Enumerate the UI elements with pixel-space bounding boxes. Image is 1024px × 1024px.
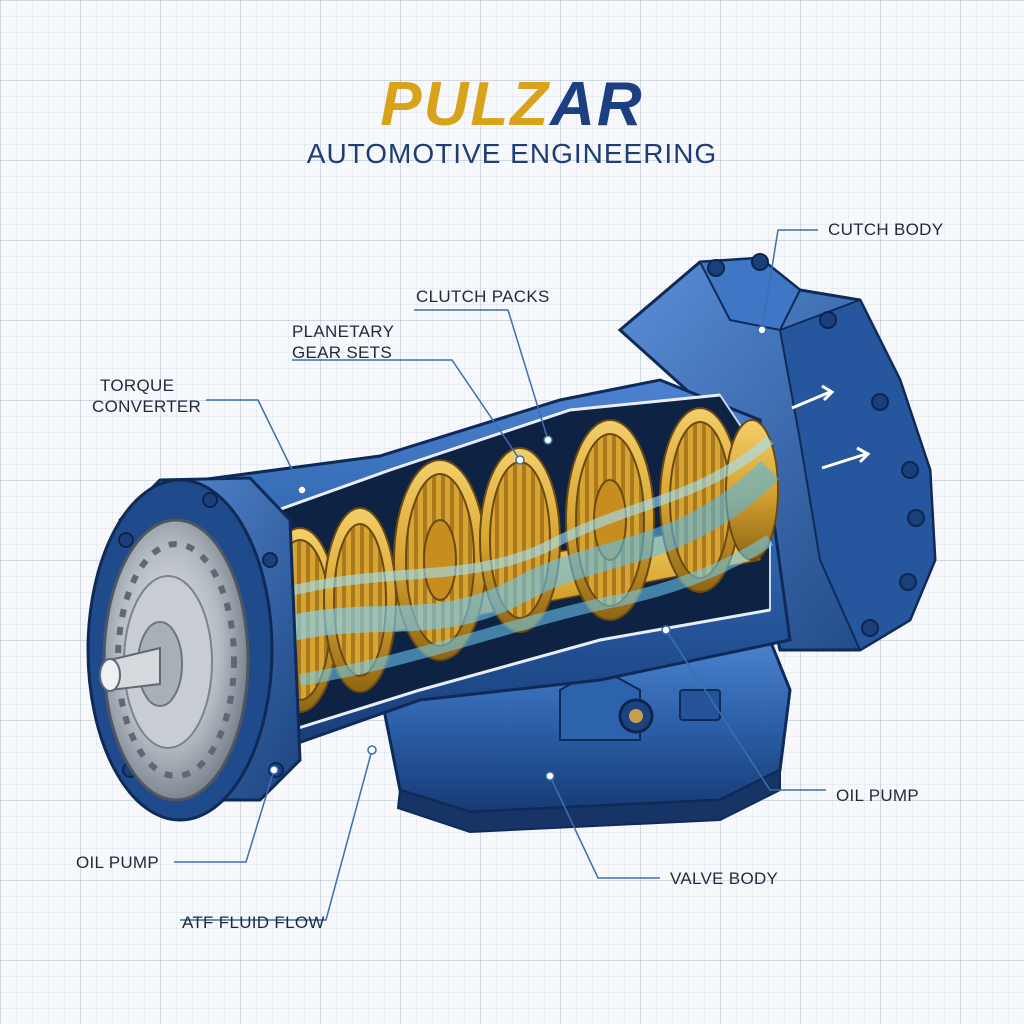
brand-logo: PULZAR <box>0 70 1024 140</box>
cutaway-interior <box>245 393 780 742</box>
label-torque-line1: TORQUE <box>100 376 175 395</box>
callout-lines <box>174 229 826 921</box>
label-oil-pump-right: OIL PUMP <box>836 786 920 805</box>
label-atf-fluid-flow: ATF FLUID FLOW <box>182 913 325 932</box>
label-planetary-line2: GEAR SETS <box>292 343 393 362</box>
brand-subtitle: AUTOMOTIVE ENGINEERING <box>306 138 718 169</box>
callout-dots <box>269 325 767 781</box>
label-valve-body: VALVE BODY <box>670 869 779 888</box>
label-planetary-line1: PLANETARY <box>292 322 395 341</box>
logo-part-blue: AR <box>550 70 644 139</box>
torque-converter <box>102 518 250 802</box>
label-oil-pump-left: OIL PUMP <box>76 853 160 872</box>
label-clutch-packs: CLUTCH PACKS <box>416 287 550 306</box>
brand-header: PULZAR AUTOMOTIVE ENGINEERING <box>0 70 1024 170</box>
rear-housing <box>617 253 937 652</box>
logo-part-gold: PULZ <box>380 70 551 139</box>
label-clutch-body: CUTCH BODY <box>828 220 944 239</box>
label-torque-line2: CONVERTER <box>92 397 202 416</box>
input-shaft <box>99 646 161 692</box>
